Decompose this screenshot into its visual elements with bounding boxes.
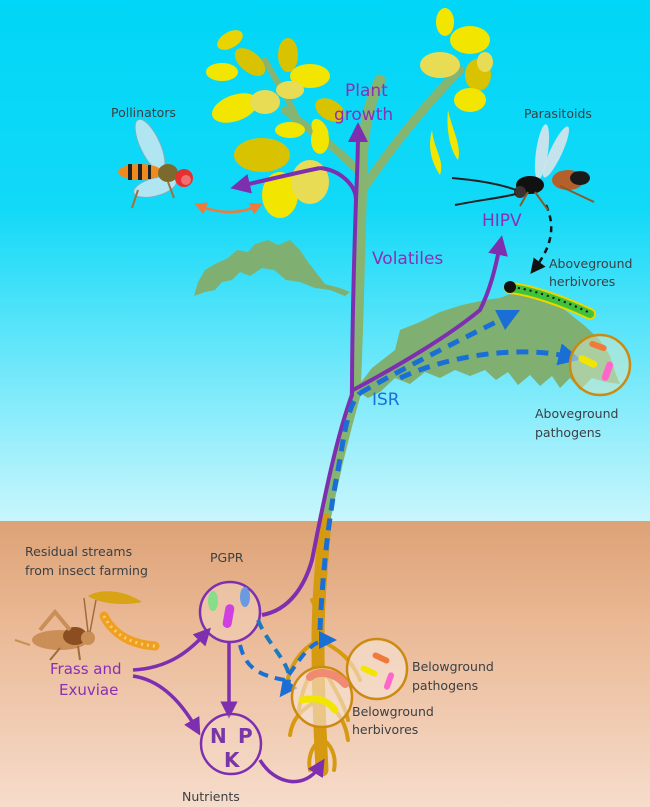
right-branch	[357, 65, 465, 195]
label-aboveground-pathogens-2: pathogens	[535, 425, 601, 440]
larva-icon	[99, 611, 160, 651]
main-root	[311, 513, 332, 777]
arrow-frass-to-pgpr	[132, 627, 211, 672]
label-hipv: HIPV	[482, 211, 522, 231]
label-frass-2: Exuviae	[59, 681, 118, 699]
arrow-frass-to-npk	[132, 674, 201, 736]
label-belowground-pathogens-1: Belowground	[412, 659, 494, 674]
pgpr-isr-arrow-1	[256, 619, 298, 698]
wasp-icon	[451, 124, 595, 211]
label-isr: ISR	[372, 390, 400, 410]
label-pollinators: Pollinators	[111, 105, 176, 120]
isr-stem-path	[317, 391, 362, 631]
belowground-herbivores-circle	[290, 665, 354, 729]
pollination-double-arrow	[194, 202, 263, 215]
label-parasitoids: Parasitoids	[524, 106, 592, 121]
npk-circle	[199, 712, 263, 776]
label-belowground-herbivores-2: herbivores	[352, 722, 418, 737]
flower-cluster-right	[420, 8, 493, 175]
label-belowground-herbivores-1: Belowground	[352, 704, 434, 719]
label-frass-1: Frass and	[50, 660, 122, 678]
label-npk-p: P	[238, 724, 253, 748]
isr-to-pathogens	[398, 343, 581, 381]
label-aboveground-pathogens-1: Aboveground	[535, 406, 618, 421]
arrow-hipv	[352, 235, 508, 392]
left-leaf	[194, 240, 350, 296]
label-belowground-pathogens-2: pathogens	[412, 678, 478, 693]
label-pgpr: PGPR	[210, 550, 244, 565]
arrow-to-pollinators	[230, 166, 321, 194]
mealworm-icon	[88, 591, 142, 604]
cricket-icon	[14, 597, 97, 661]
label-npk-k: K	[224, 748, 241, 772]
label-npk-n: N	[210, 724, 227, 748]
pgpr-isr-arrow-2	[238, 631, 337, 683]
isr-to-herbivores	[358, 309, 521, 396]
label-aboveground-herbivores-1: Aboveground	[549, 256, 632, 271]
label-plant-growth-2: growth	[334, 105, 393, 125]
label-nutrients: Nutrients	[182, 789, 240, 804]
arrow-npk-to-root	[258, 758, 325, 784]
belowground-pathogens-circle	[345, 637, 409, 701]
label-residual-streams-1: Residual streams	[25, 544, 132, 559]
label-residual-streams-2: from insect farming	[25, 563, 148, 578]
aboveground-pathogen-circle	[568, 333, 632, 397]
flower-cluster-left	[206, 30, 345, 141]
arrow-plant-growth	[347, 122, 368, 201]
label-volatiles: Volatiles	[372, 249, 443, 269]
hoverfly-icon	[118, 118, 193, 209]
label-plant-growth-1: Plant	[345, 81, 388, 101]
label-aboveground-herbivores-2: herbivores	[549, 274, 615, 289]
pgpr-circle	[198, 580, 262, 644]
caterpillar-icon	[504, 281, 596, 320]
parasitoid-dashed-arrow	[530, 204, 553, 274]
